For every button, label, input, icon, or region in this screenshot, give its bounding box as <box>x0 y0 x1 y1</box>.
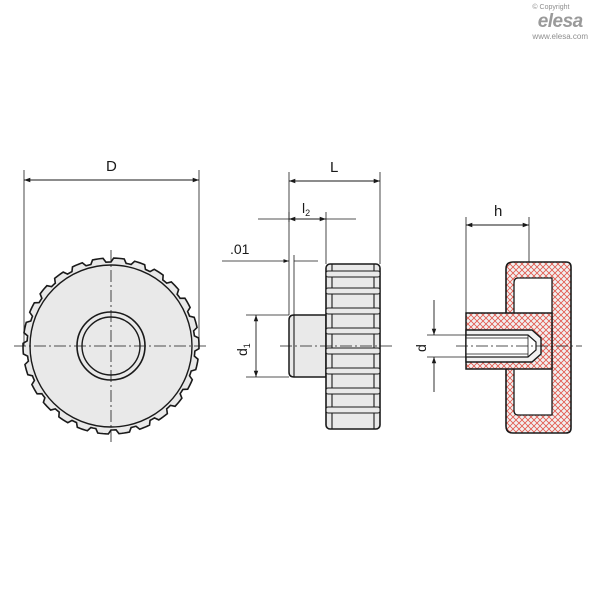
h-label: h <box>494 203 502 220</box>
l2-label: l2 <box>302 200 310 218</box>
side-view: L l2 .01 d1 <box>222 159 392 430</box>
d1-letter: d <box>234 348 250 356</box>
knurl-rib <box>325 307 381 315</box>
brand-mark: © Copyright elesa www.elesa.com <box>532 4 588 41</box>
D-label: D <box>106 158 117 175</box>
knurl-rib <box>325 406 381 414</box>
knurl-rib <box>325 347 381 355</box>
l2-letter: l <box>302 200 305 216</box>
tolerance-label: .01 <box>230 241 250 257</box>
copyright-text: © Copyright <box>532 4 570 11</box>
elesa-logo: elesa <box>537 11 584 32</box>
d1-label: d1 <box>234 343 252 356</box>
d-label: d <box>413 344 429 352</box>
knurl-rib <box>325 367 381 375</box>
knurl-rib <box>325 387 381 395</box>
front-view: D <box>14 158 209 444</box>
knurl-rib <box>325 270 381 278</box>
section-view: h d <box>413 203 582 434</box>
knurl-rib <box>325 287 381 295</box>
knurl-ribs <box>325 270 381 414</box>
knurl-rib <box>325 327 381 335</box>
L-label: L <box>330 159 338 176</box>
l2-subscript: 2 <box>305 208 310 218</box>
d1-subscript: 1 <box>242 343 252 348</box>
website-text: www.elesa.com <box>532 32 588 41</box>
